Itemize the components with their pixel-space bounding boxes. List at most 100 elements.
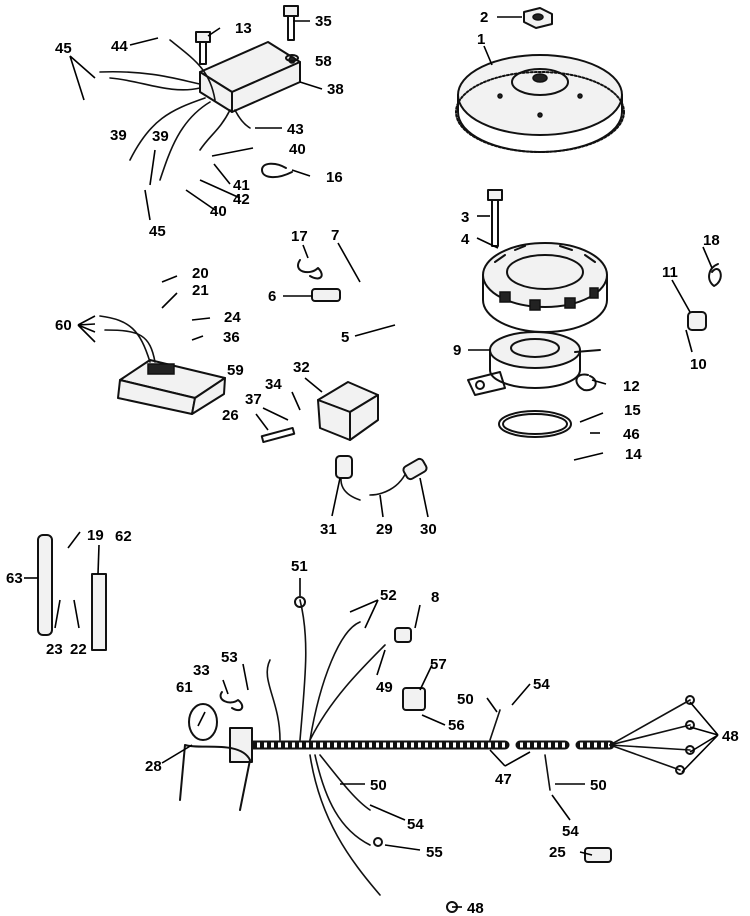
callout-11: 11 (662, 264, 678, 281)
callout-labels: 1 2 3 4 5 6 7 8 9 10 11 12 13 14 15 16 1… (6, 9, 739, 916)
callout-10: 10 (690, 356, 707, 373)
callout-57: 57 (430, 656, 447, 673)
harness-branch-wires (266, 599, 691, 896)
callout-12: 12 (623, 378, 640, 395)
callout-29: 29 (376, 521, 393, 538)
callout-45a: 45 (55, 40, 72, 57)
callout-19: 19 (87, 527, 104, 544)
connector-10 (687, 311, 707, 331)
leader-lines (24, 16, 719, 908)
timer-base (467, 331, 601, 396)
wiring-harness (229, 727, 615, 763)
clip-16 (261, 162, 293, 178)
callout-3: 3 (461, 209, 469, 226)
power-pack-screw (195, 31, 211, 65)
terminal-block-63 (37, 534, 53, 636)
callout-16: 16 (326, 169, 343, 186)
callout-54c: 54 (562, 823, 579, 840)
callout-7: 7 (331, 227, 339, 244)
callout-41: 41 (233, 177, 250, 194)
callout-23: 23 (46, 641, 63, 658)
callout-5: 5 (341, 329, 349, 346)
callout-39b: 39 (152, 128, 169, 145)
callout-56: 56 (448, 717, 465, 734)
spark-plug-leads (335, 455, 428, 501)
callout-49: 49 (376, 679, 393, 696)
cover-62 (91, 573, 107, 651)
callout-44: 44 (111, 38, 128, 55)
strap-61 (188, 703, 218, 741)
top-screw (283, 5, 299, 41)
retaining-ring (498, 410, 572, 438)
callout-22: 22 (70, 641, 87, 658)
callout-2: 2 (480, 9, 488, 26)
callout-60: 60 (55, 317, 72, 334)
connector-8 (394, 627, 412, 643)
callout-40a: 40 (289, 141, 306, 158)
callout-58: 58 (315, 53, 332, 70)
stator (482, 242, 608, 333)
flywheel (455, 54, 625, 153)
clamp-25 (584, 847, 612, 863)
callout-50a: 50 (457, 691, 474, 708)
callout-18: 18 (703, 232, 720, 249)
callout-26: 26 (222, 407, 239, 424)
clip-17 (297, 259, 323, 280)
callout-54b: 54 (407, 816, 424, 833)
callout-43: 43 (287, 121, 304, 138)
callout-53: 53 (221, 649, 238, 666)
connector-6 (311, 288, 341, 302)
ignition-coil (317, 381, 379, 441)
callout-14: 14 (625, 446, 642, 463)
ignition-module (117, 359, 226, 415)
callout-24: 24 (224, 309, 241, 326)
callout-17: 17 (291, 228, 308, 245)
callout-31: 31 (320, 521, 337, 538)
callout-38: 38 (327, 81, 344, 98)
stator-screw (487, 189, 503, 247)
callout-62: 62 (115, 528, 132, 545)
callout-42: 42 (233, 191, 250, 208)
callout-8: 8 (431, 589, 439, 606)
clip-12 (575, 373, 597, 392)
callout-52: 52 (380, 587, 397, 604)
power-pack (199, 41, 301, 113)
callout-20: 20 (192, 265, 209, 282)
callout-25: 25 (549, 844, 566, 861)
callout-48a: 48 (722, 728, 739, 745)
callout-21: 21 (192, 282, 209, 299)
callout-34: 34 (265, 376, 282, 393)
callout-46: 46 (623, 426, 640, 443)
callout-55: 55 (426, 844, 443, 861)
clip-33 (219, 691, 244, 712)
coil-screw (260, 426, 296, 444)
callout-59: 59 (227, 362, 244, 379)
callout-32: 32 (293, 359, 310, 376)
power-pack-wires (99, 39, 251, 181)
terminal-ends (294, 596, 695, 913)
washer (285, 54, 299, 62)
callout-39a: 39 (110, 127, 127, 144)
callout-13: 13 (235, 20, 252, 37)
callout-30: 30 (420, 521, 437, 538)
callout-51: 51 (291, 558, 308, 575)
connector-57 (402, 687, 426, 711)
callout-54a: 54 (533, 676, 550, 693)
callout-50b: 50 (370, 777, 387, 794)
callout-9: 9 (453, 342, 461, 359)
callout-50c: 50 (590, 777, 607, 794)
callout-35: 35 (315, 13, 332, 30)
callout-28: 28 (145, 758, 162, 775)
callout-1: 1 (477, 31, 485, 48)
callout-63: 63 (6, 570, 23, 587)
callout-37: 37 (245, 391, 262, 408)
callout-15: 15 (624, 402, 641, 419)
callout-33: 33 (193, 662, 210, 679)
callout-48b: 48 (467, 900, 484, 916)
clip-18 (708, 263, 722, 287)
flywheel-nut (523, 7, 553, 29)
callout-4: 4 (461, 231, 470, 248)
callout-45b: 45 (149, 223, 166, 240)
callout-36: 36 (223, 329, 240, 346)
